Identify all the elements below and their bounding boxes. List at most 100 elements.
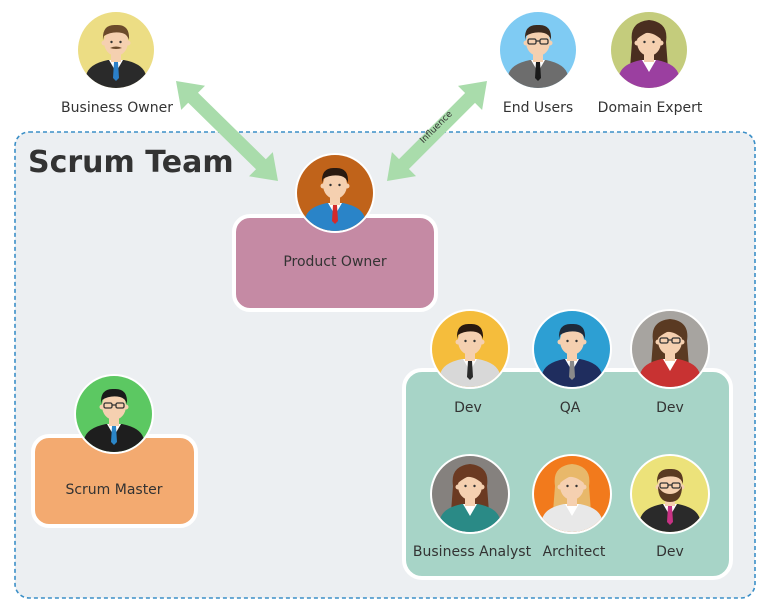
suit [440,504,500,532]
hair [524,24,552,40]
business-owner-avatar[interactable] [76,10,156,90]
business-analyst-avatar[interactable] [430,454,510,534]
neck [567,353,577,361]
ear [320,183,326,189]
dev-3-label: Dev [656,544,684,560]
head [104,28,128,56]
ear [634,40,640,46]
product-owner-label: Product Owner [283,254,387,270]
architect-avatar[interactable] [532,454,612,534]
ear [547,40,553,46]
tie [111,426,117,445]
glasses-icon [527,38,549,45]
tie [535,62,541,81]
domain-expert-avatar[interactable] [609,10,689,90]
tie [113,62,119,81]
hair [102,24,130,40]
neck [567,498,577,506]
people-labels: Business Owner End Users Domain ExpertProd… [61,100,703,560]
person-icon [542,464,602,532]
end-users-arrow [387,81,487,181]
head [458,327,482,355]
eye [329,183,332,187]
suit [640,359,700,387]
person-icon [542,323,602,387]
eye [473,484,476,488]
suit [619,60,679,88]
architect-label: Architect [543,544,606,560]
ear [455,484,461,490]
neck [465,498,475,506]
eye [652,40,655,44]
tie [332,205,338,224]
dev-2-avatar[interactable] [630,309,710,389]
head [560,327,584,355]
eye [473,339,476,343]
ear [557,339,563,345]
ear [479,339,485,345]
person-icon [84,388,144,452]
ear [99,404,105,410]
hair [558,323,586,339]
scrum-master-avatar[interactable] [74,374,154,454]
qa-avatar[interactable] [532,309,612,389]
person-icon [440,323,500,387]
neck [111,54,121,62]
hair [100,388,128,404]
people-avatars [74,10,710,534]
ear [655,339,661,345]
neck [644,54,654,62]
shirt-collar [642,60,656,72]
glasses-icon [659,482,681,489]
neck [109,418,119,426]
ear [479,484,485,490]
head [102,392,126,420]
eye [110,40,113,44]
scrum-master-label: Scrum Master [65,482,162,498]
person-icon [305,167,365,231]
person-icon [619,20,679,88]
eye [338,183,341,187]
ear [123,404,129,410]
glasses-icon [103,402,125,409]
ear [455,339,461,345]
influence-arrows [176,81,487,181]
product-owner-avatar[interactable] [295,153,375,233]
eye [575,339,578,343]
eye [119,40,122,44]
eye [566,484,569,488]
person-icon [86,24,146,88]
person-icon [440,464,500,532]
hair [321,167,349,183]
dev-3-avatar[interactable] [630,454,710,534]
business-analyst-label: Business Analyst [413,544,532,560]
tie [667,506,673,525]
beard [658,486,682,502]
business-owner-label: Business Owner [61,100,173,116]
end-users-label: End Users [503,100,573,116]
hair [636,25,662,40]
dev-1-avatar[interactable] [430,309,510,389]
eye [643,40,646,44]
eye [464,484,467,488]
neck [465,353,475,361]
suit [542,504,602,532]
ear [101,40,107,46]
mustache [110,46,122,49]
neck [665,353,675,361]
ear [679,339,685,345]
hair [457,469,483,484]
eye [464,339,467,343]
neck [533,54,543,62]
person-icon [640,319,700,387]
domain-expert-label: Domain Expert [598,100,703,116]
eye [566,339,569,343]
ear [557,484,563,490]
end-users-avatar[interactable] [498,10,578,90]
person-icon [508,24,568,88]
tie [467,361,473,380]
head [560,472,584,500]
neck [330,197,340,205]
